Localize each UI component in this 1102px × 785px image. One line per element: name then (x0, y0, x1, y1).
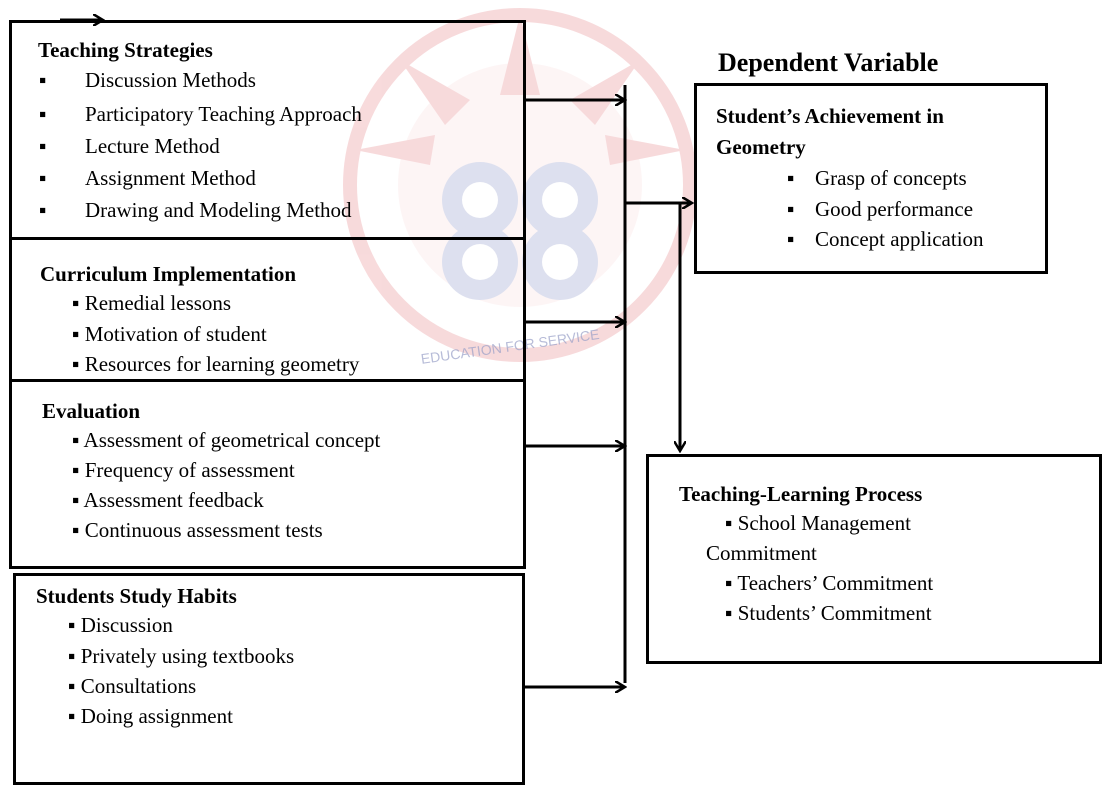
list-item: ▪ Discussion (68, 613, 173, 637)
list-item: ▪ School Management (725, 511, 911, 535)
list-item: ▪ Consultations (68, 674, 197, 698)
curriculum-implementation-box: Curriculum Implementation ▪ Remedial les… (9, 237, 526, 382)
dependent-variable-heading: Dependent Variable (718, 48, 939, 77)
achievement-title-line2: Geometry (716, 135, 806, 159)
evaluation-title: Evaluation (42, 399, 141, 423)
study-habits-box: Students Study Habits ▪ Discussion ▪ Pri… (13, 573, 525, 785)
study-habits-title: Students Study Habits (36, 584, 237, 608)
list-item: ▪ Teachers’ Commitment (725, 571, 934, 595)
list-item: ▪ Privately using textbooks (68, 644, 295, 668)
list-item: ▪ Continuous assessment tests (72, 518, 323, 542)
achievement-box: Student’s Achievement in Geometry ▪Grasp… (694, 83, 1048, 274)
list-item: ▪ Frequency of assessment (72, 458, 295, 482)
list-item: ▪ Remedial lessons (72, 291, 232, 315)
list-item: ▪Lecture Method (39, 134, 220, 158)
list-item: ▪ Motivation of student (72, 322, 267, 346)
list-item: ▪Concept application (787, 227, 984, 251)
teaching-learning-process-box: Teaching-Learning Process ▪ School Manag… (646, 454, 1102, 664)
list-item: ▪Grasp of concepts (787, 166, 967, 190)
list-item: ▪ Doing assignment (68, 704, 233, 728)
list-item: Commitment (706, 541, 817, 565)
achievement-title-line1: Student’s Achievement in (716, 104, 944, 128)
process-title: Teaching-Learning Process (679, 482, 923, 506)
list-item: ▪Assignment Method (39, 166, 256, 190)
list-item: ▪Drawing and Modeling Method (39, 198, 352, 222)
list-item: ▪ Assessment feedback (72, 488, 264, 512)
curriculum-title: Curriculum Implementation (40, 262, 297, 286)
list-item: ▪ Students’ Commitment (725, 601, 932, 625)
list-item: ▪ Assessment of geometrical concept (72, 428, 381, 452)
evaluation-box: Evaluation ▪ Assessment of geometrical c… (9, 379, 526, 569)
list-item: ▪Good performance (787, 197, 974, 221)
teaching-strategies-title: Teaching Strategies (38, 38, 213, 62)
list-item: ▪Participatory Teaching Approach (39, 102, 362, 126)
list-item: ▪Discussion Methods (39, 68, 256, 92)
list-item: ▪ Resources for learning geometry (72, 352, 360, 376)
teaching-strategies-box: Teaching Strategies ▪Discussion Methods … (9, 20, 526, 240)
